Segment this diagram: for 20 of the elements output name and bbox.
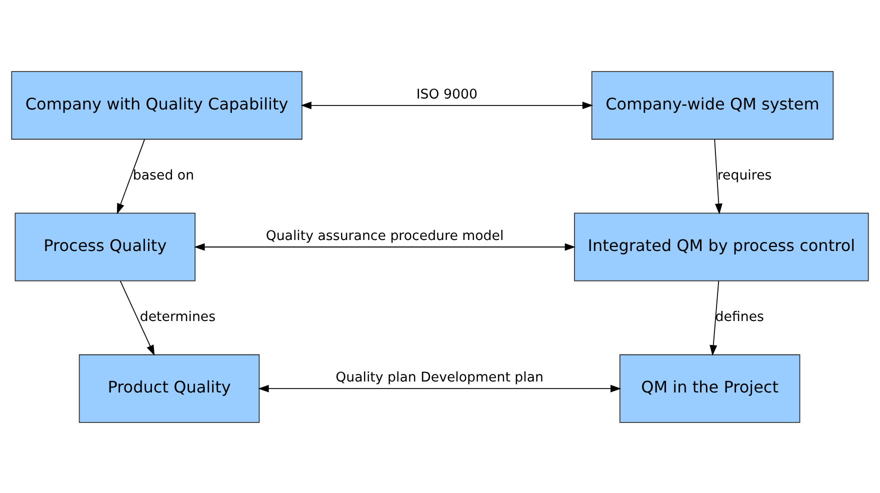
- node-box: Process Quality: [14, 212, 196, 281]
- node-box: Product Quality: [78, 354, 260, 422]
- arrow: [714, 138, 722, 214]
- arrow: [258, 384, 622, 392]
- edge-label: Quality assurance procedure model: [266, 228, 504, 244]
- arrow: [120, 280, 155, 356]
- edge-label: ISO 9000: [416, 86, 478, 102]
- edge-label: defines: [715, 309, 764, 324]
- node-box: QM in the Project: [619, 354, 800, 422]
- edge-label: Quality plan Development plan: [336, 370, 544, 385]
- node-box: Integrated QM by process control: [574, 212, 869, 281]
- node-box: Company-wide QM system: [591, 70, 834, 140]
- node-box: Company with Quality Capability: [11, 70, 302, 140]
- edge-label: based on: [132, 168, 194, 183]
- arrow: [116, 138, 145, 214]
- arrow: [710, 280, 720, 356]
- edge-label: determines: [140, 309, 216, 324]
- edge-label: requires: [717, 168, 772, 183]
- arrow: [194, 242, 576, 250]
- arrow: [300, 101, 594, 109]
